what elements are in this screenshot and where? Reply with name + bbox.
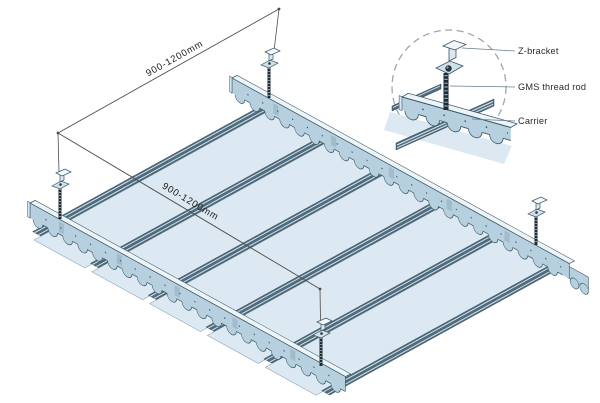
thread-rod [319, 337, 323, 366]
detail-label-carrier: Carrier [518, 116, 547, 126]
detail-panel [384, 112, 512, 164]
leader-line [471, 118, 516, 122]
hanger [51, 132, 72, 219]
extension-line [57, 132, 60, 173]
leader-line [461, 47, 516, 52]
z-bracket [312, 317, 333, 339]
detail-thread-rod [443, 73, 449, 110]
carrier-back [229, 75, 589, 295]
extension-line [319, 288, 321, 322]
dimension-endpoint [318, 287, 322, 291]
dimension-endpoint [56, 131, 60, 135]
detail-carrier [398, 92, 518, 145]
thread-rod [267, 67, 271, 98]
carriers [27, 75, 589, 393]
dimension-lines [56, 7, 322, 291]
hanger [260, 8, 281, 98]
hanger [527, 196, 548, 245]
carrier-front [27, 200, 352, 393]
dimension-line [57, 132, 321, 290]
dimension-endpoint [277, 7, 281, 11]
hanger [312, 288, 333, 366]
leader-line [449, 85, 516, 88]
detail-label-thread-rod: GMS thread rod [518, 82, 586, 92]
detail-leader-lines [449, 47, 516, 122]
panel-field [32, 99, 571, 396]
thread-rod [534, 216, 538, 245]
dimension-line [57, 8, 280, 134]
dimension-label-carrier-spacing: 900-1200mm [144, 38, 205, 79]
z-bracket [51, 168, 72, 190]
detail-callout [384, 29, 518, 164]
hangers [51, 8, 548, 366]
thread-rod [58, 188, 62, 219]
z-bracket [527, 196, 548, 218]
extension-line [273, 8, 280, 52]
z-bracket [260, 47, 281, 69]
detail-label-z-bracket: Z-bracket [518, 46, 559, 56]
panel-plane [32, 99, 571, 396]
detail-z-bracket [435, 40, 468, 75]
